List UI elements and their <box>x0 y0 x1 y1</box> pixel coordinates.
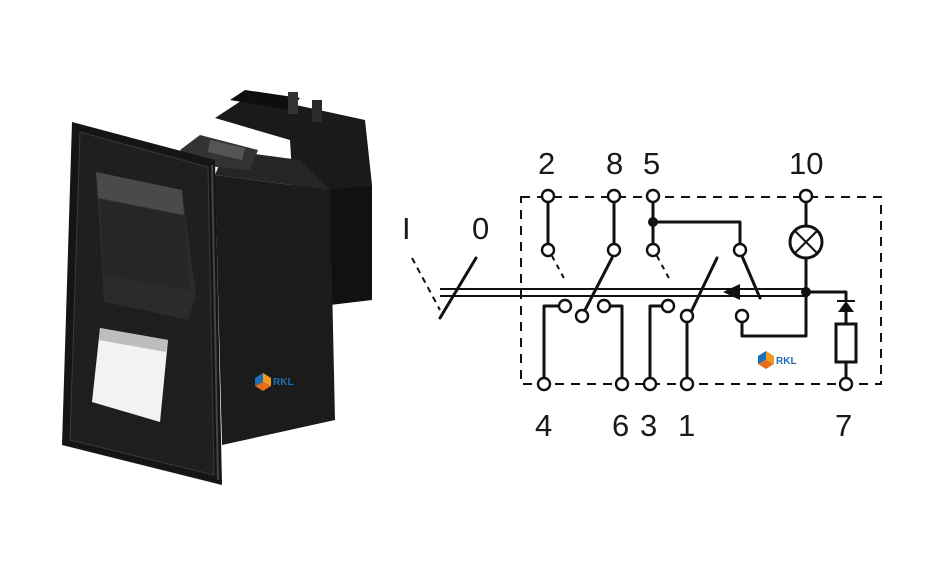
terminal-label-8: 8 <box>606 146 623 181</box>
circuit-diagram: I 0 2 8 5 10 4 6 3 1 7 <box>402 146 882 443</box>
rkl-watermark-logo-diagram: RKL <box>758 351 797 369</box>
terminal-label-7: 7 <box>835 408 852 443</box>
rocker-switch-photo <box>62 90 372 485</box>
position-label-off: I <box>402 211 411 246</box>
position-label-on: 0 <box>472 211 489 246</box>
watermark-text: RKL <box>273 377 294 388</box>
housing-outline <box>520 196 882 385</box>
watermark-text-diagram: RKL <box>776 356 797 367</box>
rkl-watermark-logo: RKL <box>255 373 294 391</box>
terminal-label-3: 3 <box>640 408 657 443</box>
terminal-label-1: 1 <box>678 408 695 443</box>
terminal-label-5: 5 <box>643 146 660 181</box>
terminal-label-2: 2 <box>538 146 555 181</box>
terminal-label-6: 6 <box>612 408 629 443</box>
terminal-label-10: 10 <box>789 146 823 181</box>
terminal-label-4: 4 <box>535 408 552 443</box>
